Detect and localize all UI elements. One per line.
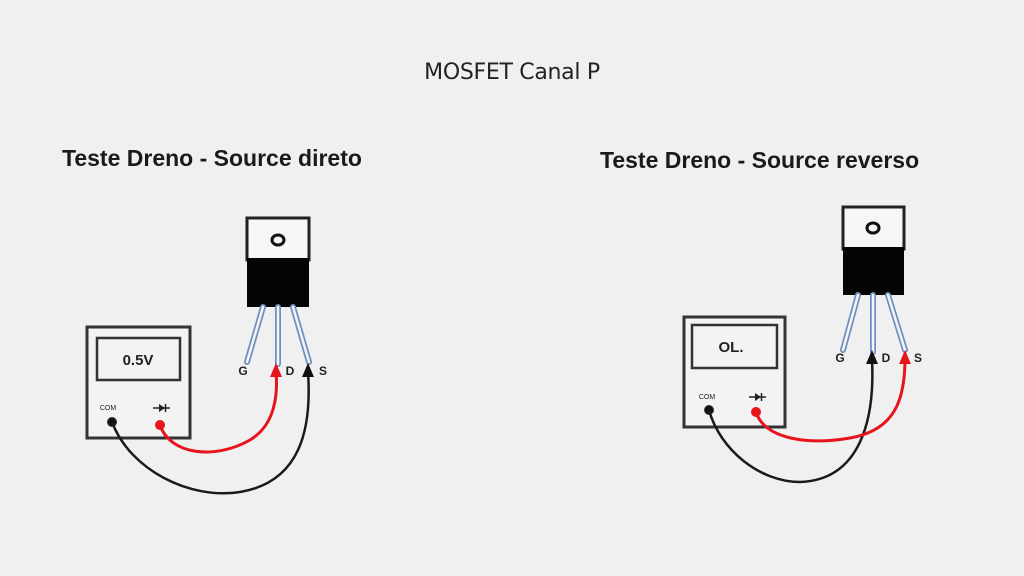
black-probe-arrow bbox=[302, 363, 314, 377]
transistor-body bbox=[247, 258, 309, 307]
com-label: COM bbox=[699, 394, 716, 401]
subtitle-right: Teste Dreno - Source reverso bbox=[600, 147, 920, 173]
red-probe-wire bbox=[158, 371, 278, 454]
pin-label-s: S bbox=[319, 364, 327, 378]
pin-label-d: D bbox=[882, 351, 891, 365]
pin-label-g: G bbox=[238, 364, 247, 378]
diagram-right: OL. COM G D S bbox=[682, 205, 922, 484]
page-title: MOSFET Canal P bbox=[424, 60, 600, 85]
transistor-body bbox=[843, 247, 904, 295]
red-probe-arrow bbox=[270, 363, 282, 377]
mounting-hole bbox=[865, 221, 881, 235]
meter-display-value: 0.5V bbox=[123, 352, 154, 369]
red-probe-wire bbox=[754, 357, 907, 443]
transistor-leads bbox=[840, 292, 908, 355]
red-probe-arrow bbox=[899, 350, 911, 364]
meter-display bbox=[95, 336, 182, 382]
pin-label-s: S bbox=[914, 351, 922, 365]
transistor-leads bbox=[244, 304, 312, 367]
black-probe-arrow bbox=[866, 350, 878, 364]
mounting-hole bbox=[270, 233, 286, 247]
multimeter-left: 0.5V COM bbox=[85, 325, 192, 440]
pin-label-d: D bbox=[286, 364, 295, 378]
com-label: COM bbox=[100, 405, 117, 412]
multimeter-right: OL. COM bbox=[682, 315, 787, 429]
meter-display-value: OL. bbox=[719, 339, 744, 356]
transistor-tab bbox=[841, 205, 906, 251]
black-probe-wire bbox=[707, 359, 874, 484]
black-probe-wire bbox=[110, 371, 310, 495]
pin-label-g: G bbox=[835, 351, 844, 365]
transistor-tab bbox=[245, 216, 311, 262]
diagram-left: 0.5V COM G D S bbox=[85, 216, 327, 495]
meter-display bbox=[690, 323, 779, 370]
subtitle-left: Teste Dreno - Source direto bbox=[62, 145, 362, 171]
diode-icon bbox=[153, 404, 170, 412]
transistor-left: G D S bbox=[238, 216, 327, 378]
transistor-right: G D S bbox=[835, 205, 922, 365]
diode-icon bbox=[749, 393, 766, 401]
